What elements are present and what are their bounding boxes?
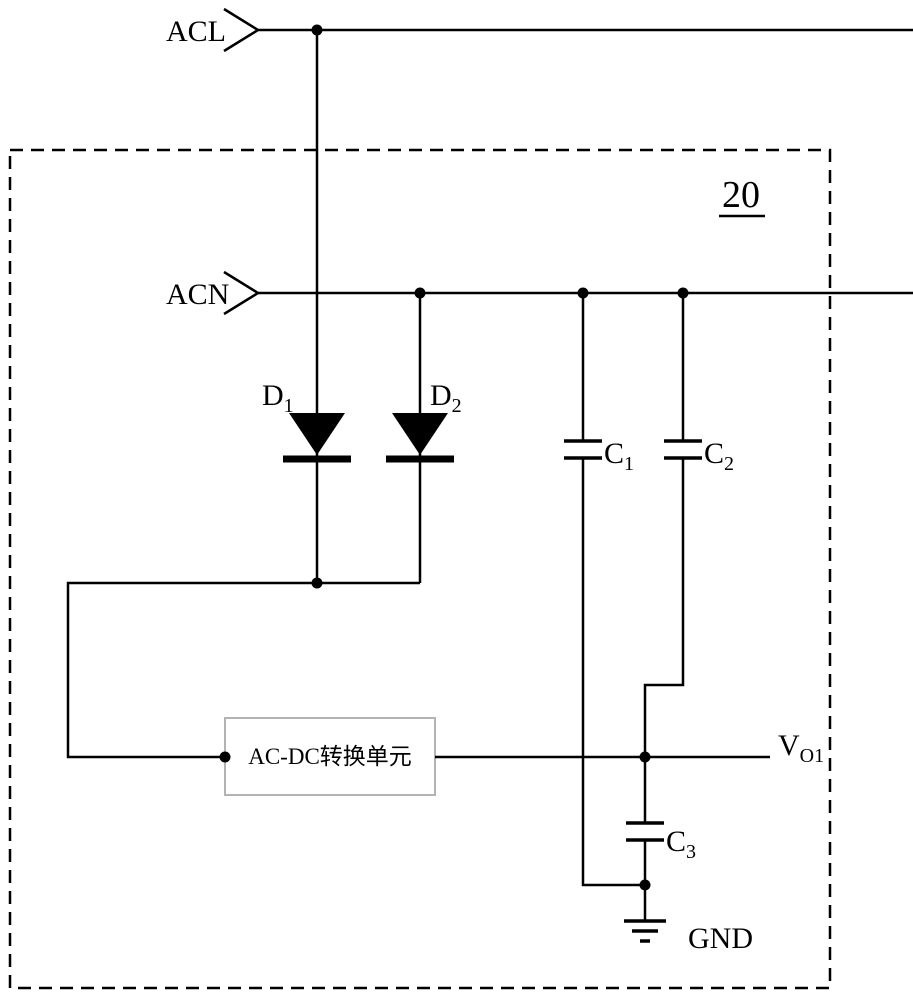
block-number-label: 20 [722, 174, 760, 216]
c2-label-sub: 2 [724, 453, 734, 475]
junction-dot-converter-input [219, 751, 231, 763]
c2-bottom-wire [643, 458, 685, 757]
diode-join-to-converter-wire [66, 581, 420, 759]
d1-label-base: D [262, 379, 284, 412]
junction-dot-acn-c1 [577, 287, 589, 299]
d1-label-sub: 1 [284, 395, 294, 417]
c2-label: C2 [704, 437, 734, 475]
vo1-label-base: V [778, 729, 800, 762]
junction-dot-vo1-c3 [639, 751, 651, 763]
gnd-label: GND [688, 922, 753, 955]
d2-label-base: D [430, 379, 452, 412]
acn-input-label: ACN [166, 278, 229, 311]
c3-label-sub: 3 [686, 841, 696, 863]
d2-label: D2 [430, 379, 462, 417]
c1-label: C1 [604, 437, 634, 475]
vo1-label-sub: O1 [800, 745, 824, 767]
c1-label-base: C [604, 437, 624, 470]
junction-dot-acn-c2 [677, 287, 689, 299]
junction-dot-acl-branch [311, 24, 323, 36]
acl-input-arrow-icon [223, 7, 261, 53]
c2-label-base: C [704, 437, 724, 470]
vo1-label: VO1 [778, 729, 824, 767]
junction-dot-gnd [639, 879, 651, 891]
c1-bottom-wire [581, 458, 645, 887]
c1-label-sub: 1 [624, 453, 634, 475]
c3-label-base: C [666, 825, 686, 858]
d1-label: D1 [262, 379, 294, 417]
ac-dc-converter-label: AC-DC转换单元 [248, 744, 412, 769]
d2-diode-symbol [392, 413, 448, 455]
c3-label: C3 [666, 825, 696, 863]
d1-diode-symbol [289, 413, 345, 455]
junction-dot-acn-d2 [414, 287, 426, 299]
junction-dot-diode-join [311, 577, 323, 589]
d2-label-sub: 2 [452, 395, 462, 417]
module-dashed-border [8, 148, 832, 990]
acl-input-label: ACL [166, 15, 226, 48]
